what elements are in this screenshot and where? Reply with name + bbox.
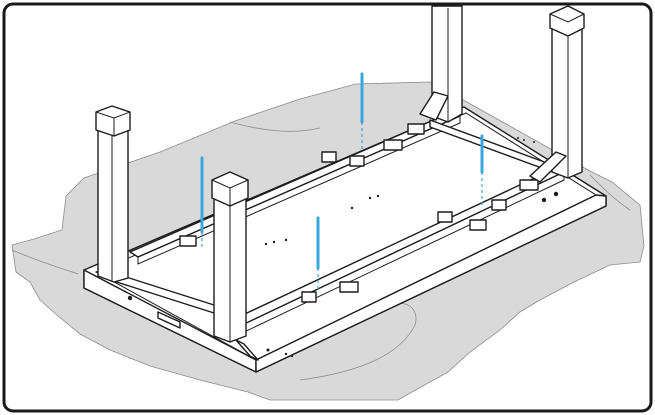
mat-fold-left [11,249,79,275]
mat-fold-top [229,121,321,132]
leg-front-left [95,105,131,283]
mat-fold-right [589,174,631,211]
gusset-back-right [529,151,567,183]
control-box [157,311,181,329]
screw-guides [200,72,484,292]
gusset-back-left [419,91,449,121]
mat-fold-bottom [299,303,417,381]
leg-back-right [549,5,585,179]
gusset-front-right [235,339,259,361]
leg-front-right [211,171,249,343]
desk-frame [83,106,607,373]
